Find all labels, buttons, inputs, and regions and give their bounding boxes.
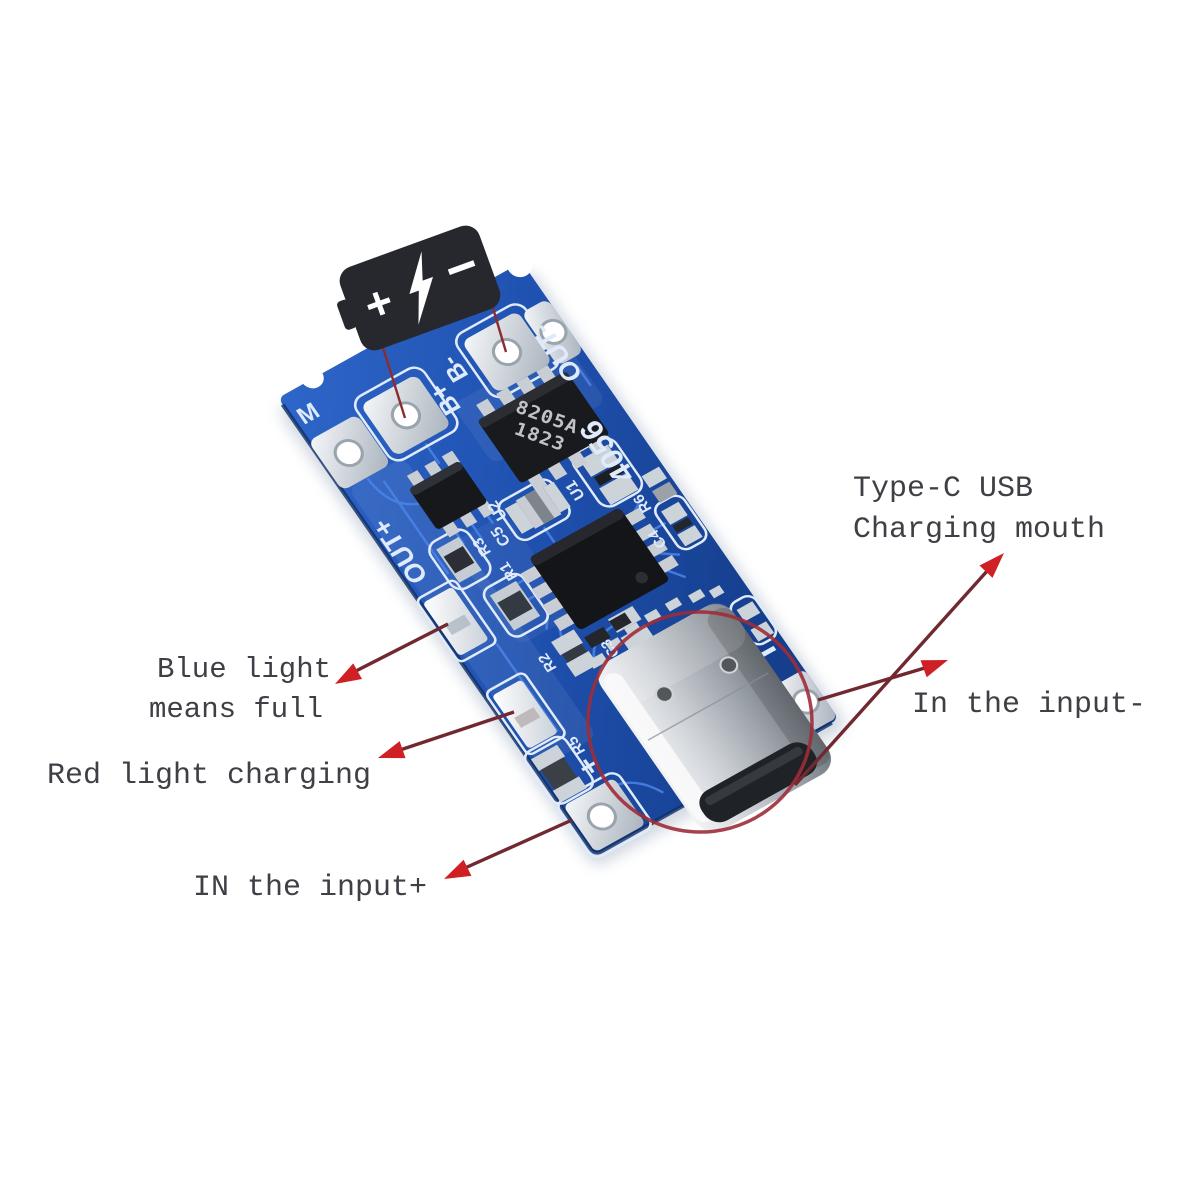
usb-left-highlight [603, 673, 715, 823]
edge-notch [300, 367, 324, 389]
c5-band [524, 489, 555, 524]
r2-pad [566, 651, 598, 677]
u2-top-edge [410, 462, 463, 495]
arrow-line [817, 665, 929, 702]
r4-pad [736, 601, 761, 622]
label-type-c-line2: Charging mouth [853, 513, 1105, 547]
resistor-r1-body [497, 590, 533, 622]
r5-pad [530, 744, 566, 771]
usb-rivet [719, 656, 739, 674]
c4-pad [661, 501, 688, 525]
hole-in-plus [586, 802, 618, 831]
pour-patch [453, 516, 572, 643]
label-blue-light-line2: means full [149, 693, 323, 726]
c4-gap [672, 517, 693, 533]
pour-patch [351, 460, 593, 764]
hole-mount-topleft [333, 439, 364, 467]
edge-notch [507, 253, 533, 278]
r2-body [562, 643, 587, 663]
blue-led-chip [445, 614, 472, 636]
mosfet-top-edge [478, 372, 571, 428]
hole-b-minus [491, 338, 523, 366]
r6-pad [651, 481, 678, 503]
r5-body [540, 757, 578, 790]
battery-icon: + − [337, 225, 501, 351]
arrowhead [335, 663, 362, 684]
arrow-line [464, 818, 573, 870]
mosfet-body [478, 372, 609, 483]
annotation-arrows [335, 553, 1004, 879]
u2-protection-ic [406, 450, 495, 538]
c4-pad [677, 525, 703, 547]
label-input-plus: IN the input+ [193, 871, 427, 905]
pcb-edge-shade [280, 403, 833, 855]
passive-components [436, 444, 775, 803]
arrowhead [920, 660, 948, 678]
r5-pad [552, 776, 587, 803]
arrow-blue-led [335, 622, 449, 684]
arrowhead [444, 859, 472, 879]
c5-pad [542, 481, 571, 513]
resistor-r3-body [443, 546, 475, 574]
arrow-line [399, 710, 515, 752]
label-input-minus: In the input- [912, 688, 1146, 722]
annotation-labels: Type-C USB Charging mouth In the input- … [47, 472, 1146, 905]
tp4056-ic [520, 507, 679, 632]
c5-pad [504, 502, 535, 534]
u1-gap [594, 463, 625, 486]
r6-pad [641, 466, 668, 488]
status-leds [424, 588, 557, 748]
label-type-c-line1: Type-C USB [853, 472, 1033, 506]
arrowhead [378, 741, 406, 759]
label-red-light: Red light charging [47, 759, 371, 793]
smd [584, 626, 611, 649]
c3-pad [620, 624, 655, 652]
arrow-line [351, 622, 449, 675]
usb-highlight-circle [586, 610, 814, 834]
usb-right-shade [707, 607, 830, 768]
hole-mount-topright [539, 318, 568, 345]
red-led-chip [514, 707, 541, 728]
u1-pad [599, 472, 639, 506]
usb-opening-tongue [704, 747, 803, 806]
usb-solder-pads [588, 585, 725, 669]
arrow-input-minus [817, 660, 948, 702]
usb-seam [647, 672, 769, 741]
usb-rivet [654, 685, 674, 703]
arrow-input-plus [444, 818, 573, 879]
label-blue-light-line1: Blue light [157, 653, 331, 686]
arrowhead [979, 553, 1004, 578]
arrow-red-led [378, 710, 515, 759]
mosfet-8205a: 8205A 1823 [476, 365, 609, 492]
usb-top-face [597, 603, 746, 708]
pcb-board: 8205A 1823 M B+ B- OUT+ OUT- 4056 U2 [280, 253, 846, 866]
battery-terminal-nub [337, 299, 357, 330]
tp4056-pin1-dimple [635, 571, 648, 584]
lightning-bolt-icon [409, 251, 433, 325]
hole-b-plus [390, 401, 422, 430]
smd [609, 612, 632, 632]
tp4056-top-edge [530, 508, 624, 566]
terminal-pads [311, 301, 836, 851]
u1-pad [579, 444, 619, 477]
usb-type-c-connector [597, 603, 832, 832]
r2-pad [551, 629, 583, 656]
